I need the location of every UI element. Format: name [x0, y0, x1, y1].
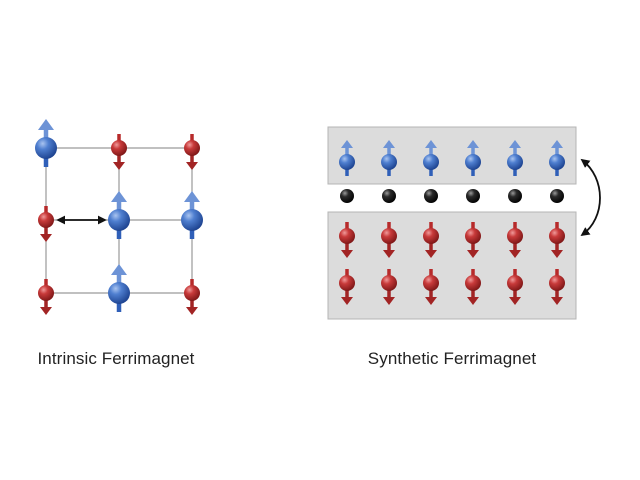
intrinsic-ferrimagnet-lattice: [35, 119, 203, 315]
atom: [381, 154, 397, 170]
lattice-site: [108, 191, 130, 239]
lattice-site: [38, 206, 54, 242]
spin-down-arrow-icon: [509, 250, 521, 258]
atom: [381, 228, 397, 244]
spin-down-arrow-icon: [509, 297, 521, 305]
spacer-atom: [466, 189, 480, 203]
atom: [423, 154, 439, 170]
spin-up-arrow-icon: [551, 140, 563, 148]
atom: [507, 154, 523, 170]
lattice-site: [38, 279, 54, 315]
bottom-layer-spin: [549, 222, 565, 258]
atom: [339, 154, 355, 170]
atom: [507, 275, 523, 291]
lattice-sites: [35, 119, 203, 315]
atom: [184, 285, 200, 301]
spin-down-arrow-icon: [113, 162, 125, 170]
atom: [108, 209, 130, 231]
bottom-layer-spin: [423, 269, 439, 305]
top-layer-spin: [549, 140, 565, 176]
lattice-site: [184, 279, 200, 315]
spin-down-arrow-icon: [341, 297, 353, 305]
atom: [465, 228, 481, 244]
bottom-layer-spin: [381, 222, 397, 258]
top-layer-spin: [465, 140, 481, 176]
spin-down-arrow-icon: [551, 297, 563, 305]
atom: [465, 275, 481, 291]
atom: [35, 137, 57, 159]
atom: [423, 275, 439, 291]
bottom-layer-spin: [549, 269, 565, 305]
atom: [507, 228, 523, 244]
spin-down-arrow-icon: [186, 162, 198, 170]
lattice-site: [184, 134, 200, 170]
spin-down-arrow-icon: [551, 250, 563, 258]
bottom-magnetic-layer: [327, 211, 577, 320]
atom: [184, 140, 200, 156]
atom: [549, 228, 565, 244]
spin-up-arrow-icon: [425, 140, 437, 148]
bottom-layer-spin: [423, 222, 439, 258]
spacer-atom: [424, 189, 438, 203]
spin-up-arrow-icon: [383, 140, 395, 148]
atom: [549, 275, 565, 291]
atom: [339, 228, 355, 244]
intrinsic-ferrimagnet-caption: Intrinsic Ferrimagnet: [37, 349, 195, 368]
spin-up-arrow-icon: [38, 119, 54, 130]
atom: [381, 275, 397, 291]
bottom-layer-spin: [507, 222, 523, 258]
atom: [423, 228, 439, 244]
lattice-site: [111, 134, 127, 170]
layer-spins: [339, 140, 565, 305]
atom: [339, 275, 355, 291]
spin-down-arrow-icon: [383, 250, 395, 258]
atom: [38, 212, 54, 228]
top-layer-spin: [423, 140, 439, 176]
spacer-layer: [340, 189, 564, 203]
spin-up-arrow-icon: [341, 140, 353, 148]
spacer-atom: [550, 189, 564, 203]
spin-down-arrow-icon: [467, 297, 479, 305]
lattice-site: [35, 119, 57, 167]
atom: [111, 140, 127, 156]
spin-down-arrow-icon: [383, 297, 395, 305]
interlayer-coupling-arrow: [580, 158, 601, 237]
spin-up-arrow-icon: [467, 140, 479, 148]
atom: [181, 209, 203, 231]
spin-up-arrow-icon: [184, 191, 200, 202]
atom: [108, 282, 130, 304]
atom: [549, 154, 565, 170]
top-layer-spin: [339, 140, 355, 176]
top-layer-spin: [507, 140, 523, 176]
synthetic-ferrimagnet-stack: [327, 126, 601, 320]
spacer-atom: [382, 189, 396, 203]
bottom-layer-spin: [507, 269, 523, 305]
top-magnetic-layer: [327, 126, 577, 185]
bottom-layer-spin: [465, 269, 481, 305]
spin-down-arrow-icon: [40, 234, 52, 242]
spin-down-arrow-icon: [425, 250, 437, 258]
atom: [38, 285, 54, 301]
spin-up-arrow-icon: [111, 191, 127, 202]
spin-down-arrow-icon: [186, 307, 198, 315]
spacer-atom: [340, 189, 354, 203]
spin-up-arrow-icon: [509, 140, 521, 148]
synthetic-ferrimagnet-caption: Synthetic Ferrimagnet: [367, 349, 537, 368]
atom: [465, 154, 481, 170]
lattice-site: [181, 191, 203, 239]
bottom-layer-spin: [381, 269, 397, 305]
spin-up-arrow-icon: [111, 264, 127, 275]
spin-down-arrow-icon: [467, 250, 479, 258]
bottom-layer-spin: [465, 222, 481, 258]
lattice-site: [108, 264, 130, 312]
spacer-atom: [508, 189, 522, 203]
bottom-layer-spin: [339, 269, 355, 305]
spin-down-arrow-icon: [425, 297, 437, 305]
top-layer-spin: [381, 140, 397, 176]
bottom-layer-spin: [339, 222, 355, 258]
spin-down-arrow-icon: [40, 307, 52, 315]
spin-down-arrow-icon: [341, 250, 353, 258]
